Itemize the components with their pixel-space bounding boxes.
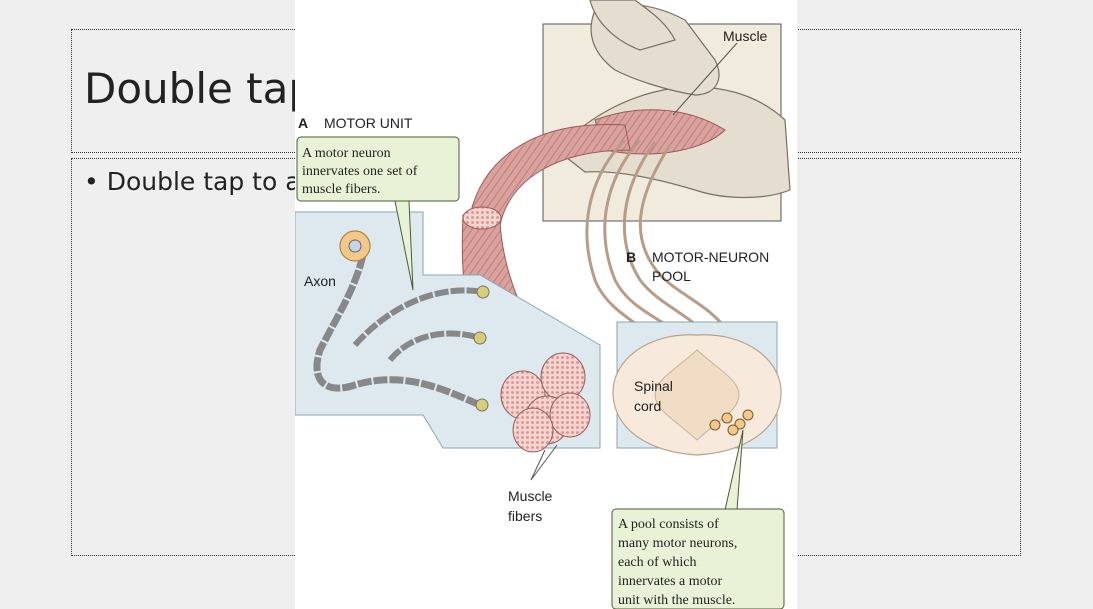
endplate-1 <box>476 285 490 299</box>
pool-callout-line: innervates a motor <box>618 574 723 589</box>
endplate-2 <box>473 331 487 345</box>
panel-a-title: MOTOR UNIT <box>324 115 413 131</box>
motor-unit-callout-pointer <box>394 200 414 291</box>
motor-unit-callout-line: muscle fibers. <box>302 182 381 197</box>
pool-callout <box>611 508 785 609</box>
muscle-fibers-label: Muscle fibers <box>508 488 556 524</box>
muscle-label: Muscle <box>723 28 768 44</box>
motor-unit-illustration: Muscle Axon A MOTOR UNIT A motor neuron … <box>295 0 791 609</box>
muscle-fibers-label-line: Muscle <box>508 488 553 504</box>
motor-unit-callout-text: A motor neuron innervates one set of mus… <box>302 146 421 197</box>
panel-a-letter: A <box>298 115 308 131</box>
fist-shape <box>589 0 676 51</box>
pool-callout-line: unit with the muscle. <box>618 593 735 608</box>
motor-unit-callout-line: A motor neuron <box>302 146 391 161</box>
motor-neuron-icon <box>339 230 371 262</box>
muscle-belly <box>469 123 631 226</box>
motor-neuron-pool-cells <box>709 409 754 436</box>
muscle-leader-line <box>672 42 738 116</box>
pool-callout-line: A pool consists of <box>618 517 719 532</box>
motor-unit-callout-line: innervates one set of <box>302 164 418 179</box>
endplate-3 <box>475 398 489 412</box>
fibers-leader-1 <box>530 449 546 481</box>
axon-branch-1 <box>352 287 484 347</box>
panel-b-title: MOTOR-NEURON POOL <box>652 249 773 284</box>
pool-callout-line: each of which <box>618 555 697 570</box>
muscle-fiber-bundles <box>500 352 591 453</box>
panel-b-letter: B <box>626 249 636 265</box>
axon-branch-2 <box>387 330 481 362</box>
fibers-leader-2 <box>530 444 558 481</box>
spinal-cord-grey-matter <box>654 349 740 441</box>
axon-label: Axon <box>304 273 336 289</box>
spinal-cord-label-line: Spinal <box>634 378 673 394</box>
spinal-cord-label: Spinal cord <box>634 378 677 414</box>
motor-unit-callout <box>296 136 460 202</box>
pool-callout-line: many motor neurons, <box>618 536 737 551</box>
axon-main <box>313 254 482 409</box>
panel-b-title-line: POOL <box>652 268 691 284</box>
panel-b-title-line: MOTOR-NEURON <box>652 249 769 265</box>
motor-unit-figure[interactable]: Muscle Axon A MOTOR UNIT A motor neuron … <box>295 0 797 609</box>
pool-callout-text: A pool consists of many motor neurons, e… <box>618 517 741 608</box>
muscle-fibers-label-line: fibers <box>508 508 542 524</box>
spinal-cord-label-line: cord <box>634 398 661 414</box>
fascicle-cross-section <box>462 206 502 230</box>
